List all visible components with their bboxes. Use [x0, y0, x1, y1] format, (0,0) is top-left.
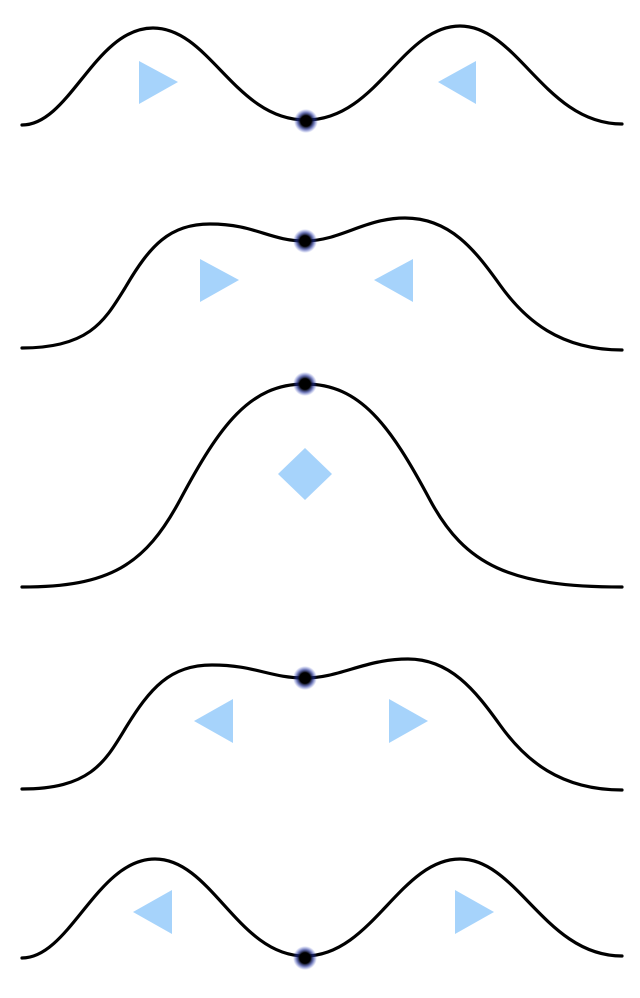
panel-5: [20, 857, 624, 970]
wave-curve: [20, 857, 624, 960]
triangle-left-icon: [374, 259, 413, 302]
triangle-left-icon: [194, 699, 233, 743]
dot-marker: [293, 946, 317, 970]
triangle-right-icon: [389, 699, 428, 743]
dot-marker: [293, 372, 317, 396]
diamond-icon: [278, 448, 332, 500]
dot-marker: [293, 229, 317, 253]
wave-curve: [20, 24, 624, 127]
triangle-right-icon: [139, 61, 178, 104]
panel-2: [20, 216, 624, 352]
triangle-left-icon: [133, 890, 172, 934]
wave-curve: [20, 382, 624, 589]
panel-4: [20, 657, 624, 792]
panel-1: [20, 24, 624, 133]
triangle-right-icon: [455, 890, 494, 934]
wave-curve: [20, 216, 624, 352]
dot-marker: [293, 666, 317, 690]
dot-marker: [294, 109, 318, 133]
triangle-left-icon: [438, 61, 476, 104]
wave-curve: [20, 657, 624, 792]
panel-3: [20, 372, 624, 589]
triangle-right-icon: [200, 259, 239, 302]
